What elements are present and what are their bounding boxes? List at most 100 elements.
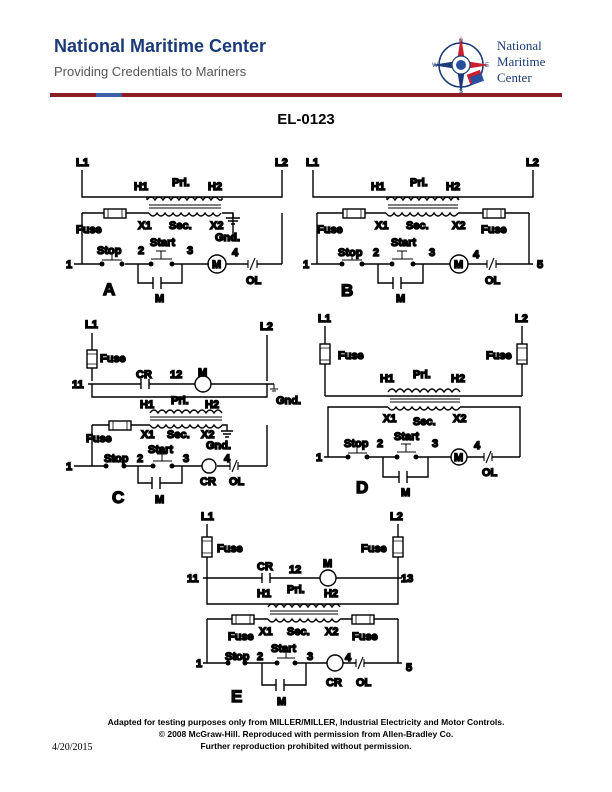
label-2: 2 — [257, 651, 263, 663]
label-h1: H1 — [257, 588, 271, 600]
label-pri: Pri. — [413, 369, 431, 381]
header-rule-accent — [96, 93, 122, 97]
organization-name: National Maritime Center — [54, 36, 267, 56]
label-5: 5 — [537, 259, 543, 271]
label-12: 12 — [170, 369, 182, 381]
document-date: 4/20/2015 — [52, 742, 93, 753]
label-11: 11 — [187, 573, 199, 585]
label-stop: Stop — [104, 453, 129, 465]
label-cr-coil: CR — [326, 677, 342, 689]
label-gnd-top: Gnd. — [276, 395, 301, 407]
label-sec: Sec. — [406, 220, 429, 232]
label-coil-m: M — [198, 367, 207, 379]
label-1: 1 — [196, 658, 202, 670]
label-4: 4 — [474, 440, 481, 452]
motor-icon — [207, 254, 227, 274]
coil-icon — [319, 569, 337, 587]
fuse-icon — [319, 343, 331, 365]
label-h1: H1 — [134, 181, 148, 193]
label-gnd: Gnd. — [206, 440, 231, 452]
label-fuse-right: Fuse — [481, 224, 507, 236]
diagram-letter-a: A — [103, 280, 115, 299]
label-m: M — [396, 293, 405, 305]
label-fuse-left: Fuse — [338, 350, 364, 362]
label-cr: CR — [136, 369, 152, 381]
label-3: 3 — [187, 245, 193, 257]
label-motor: M — [454, 259, 463, 271]
label-h1: H1 — [380, 373, 394, 385]
label-4: 4 — [232, 247, 239, 259]
label-2: 2 — [137, 453, 143, 465]
label-h2: H2 — [205, 399, 219, 411]
label-sec: Sec. — [167, 429, 190, 441]
label-l2: L2 — [515, 313, 528, 325]
label-fuse-right: Fuse — [361, 543, 387, 555]
label-start: Start — [391, 237, 416, 249]
credit-line: Further reproduction prohibited without … — [200, 741, 412, 751]
logo-letter-s: S — [459, 89, 463, 95]
label-3: 3 — [429, 247, 435, 259]
label-l1: L1 — [85, 319, 98, 331]
label-pri: Pri. — [171, 395, 189, 407]
logo-letter-n: N — [459, 39, 463, 45]
label-l1: L1 — [306, 157, 319, 169]
label-ol: OL — [485, 275, 501, 287]
fuse-icon — [482, 208, 506, 219]
label-3: 3 — [432, 438, 438, 450]
label-cr: CR — [257, 561, 273, 573]
label-1: 1 — [66, 461, 72, 473]
label-motor: M — [454, 452, 463, 464]
label-ol: OL — [246, 275, 262, 287]
label-h1: H1 — [371, 181, 385, 193]
label-fuse-left: Fuse — [317, 224, 343, 236]
logo-text-line: National — [497, 38, 542, 53]
label-l2: L2 — [526, 157, 539, 169]
label-1: 1 — [66, 259, 72, 271]
label-fuse-sec-left: Fuse — [228, 631, 254, 643]
label-start: Start — [271, 643, 296, 655]
label-l1: L1 — [318, 313, 331, 325]
label-h2: H2 — [446, 181, 460, 193]
label-stop: Stop — [225, 651, 250, 663]
label-4: 4 — [224, 453, 231, 465]
diagram-c: L1 L2 Fuse 11 CR 12 M Gnd. H1 Pri. H2 Fu… — [65, 318, 301, 507]
coil-icon — [194, 375, 212, 393]
label-x2: X2 — [452, 220, 465, 232]
diagram-b: L1 L2 H1 Pri. H2 Fuse X1 Sec. X2 Fuse St… — [302, 156, 544, 305]
fuse-icon — [108, 420, 132, 431]
label-l2: L2 — [275, 157, 288, 169]
label-start: Start — [150, 237, 175, 249]
header-rule — [50, 93, 562, 97]
label-fuse-sec-right: Fuse — [352, 631, 378, 643]
label-sec: Sec. — [413, 416, 436, 428]
fuse-icon — [516, 343, 528, 365]
label-fuse-right: Fuse — [486, 350, 512, 362]
diagram-letter-e: E — [231, 687, 242, 706]
fuse-icon — [231, 614, 255, 625]
motor-icon — [449, 254, 469, 274]
fuse-icon — [351, 614, 375, 625]
logo-text: National Maritime Center — [497, 38, 545, 86]
fuse-icon — [342, 208, 366, 219]
motor-icon — [450, 448, 468, 466]
label-2: 2 — [377, 438, 383, 450]
label-x2: X2 — [453, 413, 466, 425]
credit-line: Adapted for testing purposes only from M… — [107, 717, 505, 727]
label-11: 11 — [72, 379, 84, 391]
label-5: 5 — [406, 662, 412, 674]
label-motor: M — [212, 259, 221, 271]
label-sec: Sec. — [169, 220, 192, 232]
tagline: Providing Credentials to Mariners — [54, 64, 247, 79]
label-gnd: Gnd. — [215, 232, 240, 244]
label-x2: X2 — [201, 429, 214, 441]
document-id: EL-0123 — [277, 111, 335, 128]
label-pri: Pri. — [410, 177, 428, 189]
label-m: M — [401, 487, 410, 499]
logo-text-line: Center — [497, 70, 532, 85]
label-2: 2 — [138, 245, 144, 257]
label-coil-m: M — [323, 558, 332, 570]
label-x1: X1 — [138, 220, 151, 232]
cr-relay-coil-icon — [201, 458, 217, 474]
label-3: 3 — [307, 651, 313, 663]
cr-relay-coil-icon — [326, 654, 344, 672]
